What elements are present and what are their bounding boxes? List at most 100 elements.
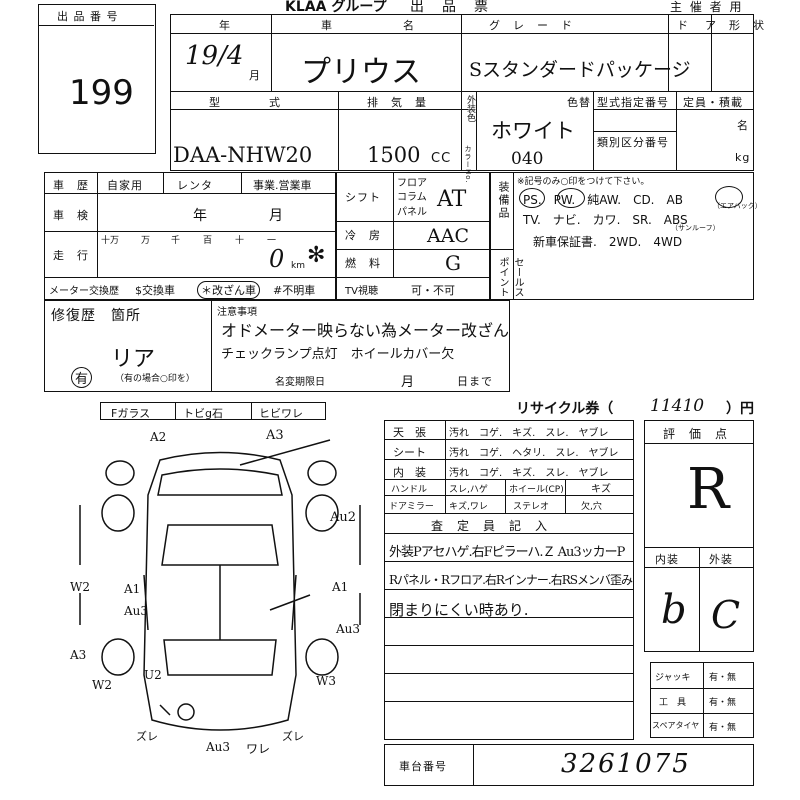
circle-pw (557, 188, 585, 208)
ac-value: AAC (427, 225, 469, 247)
opt-modified: ＊改ざん車 (197, 281, 260, 299)
equipment-row-1: PS. PW. 純AW. CD. AB (523, 193, 683, 207)
glass-box: Fガラス トビg石 ヒビワレ (100, 402, 326, 420)
mark-au3-bottom: Au3 (206, 740, 231, 754)
document-title: 出 品 票 (410, 0, 490, 15)
handle-label: ハンドル (391, 485, 428, 495)
ac-label: 冷 房 (345, 229, 381, 242)
stereo-options: 欠,穴 (581, 502, 602, 512)
repair-note: （有の場合○印を） (115, 374, 195, 384)
inspector-line-1: 外装Pアセハゲ.右Fピラーハ.Ｚ Au3ッカーP (389, 545, 625, 560)
grade-label: グ レ ー ド (489, 19, 573, 32)
month-label: 月 (249, 69, 261, 82)
repair-has-option: 有 (71, 367, 93, 388)
shift-label: シフト (345, 191, 381, 204)
asterisk-mark: ✻ (307, 243, 326, 268)
seat-options: 汚れ コゲ. ヘタリ. スレ. ヤブレ (449, 448, 619, 459)
mark-w2-bottom-left: W2 (92, 678, 112, 692)
repair-box: 修復歴 箇所 リア 有 （有の場合○印を） 注意事項 オドメーター映らない為メー… (44, 300, 510, 392)
digit-100: 百 (203, 236, 213, 246)
mark-au3-left: Au3 (124, 604, 149, 618)
mileage-value: 0 (269, 245, 285, 273)
mark-a1-mid: A1 (332, 580, 349, 594)
mark-u2: U2 (144, 668, 162, 682)
door-label: ド (677, 19, 689, 32)
lot-number: 199 (69, 73, 134, 113)
mark-ware: ワレ (246, 742, 271, 756)
equipment-note: ※記号のみ○印をつけて下さい。 (517, 177, 650, 187)
circle-ab (715, 186, 743, 208)
vehicle-info-box: 年 車 名 グ レ ー ド ド ア 形 状 19/4 月 プリウス Sスタンダー… (170, 14, 764, 184)
seat-label: シート (393, 446, 426, 459)
exterior-score-label: 外装 (709, 553, 733, 566)
name-change-day: 日まで (457, 375, 493, 388)
year-month-value: 19/4 (185, 41, 244, 71)
model-name-value: プリウス (301, 55, 421, 90)
floor-label: フロア (397, 178, 427, 189)
displacement-value: 1500 (367, 143, 421, 167)
spare-options: 有・無 (709, 723, 737, 733)
group-header: KLAA グループ (285, 0, 387, 15)
mileage-label: 走 行 (53, 249, 89, 262)
handle-options: スレ,ハゲ (449, 485, 488, 495)
mark-zure-right: ズレ (282, 730, 304, 743)
cracked: ヒビワレ (259, 407, 303, 420)
color-no-value: 040 (511, 149, 544, 169)
meter-change-label: メーター交換歴 (49, 286, 119, 297)
capacity-label: 定員・積載 (683, 96, 743, 109)
shift-value: AT (437, 187, 467, 212)
model-spec-label: 型式指定番号 (597, 96, 669, 109)
jack-options: 有・無 (709, 673, 737, 683)
inspector-label: 査 定 員 記 入 (431, 519, 549, 533)
name-label: 名 (403, 19, 415, 32)
mark-a3-top: A3 (266, 428, 284, 443)
history-label: 車 歴 (53, 179, 89, 192)
ceiling-options: 汚れ コゲ. キズ. スレ. ヤブレ (449, 428, 609, 439)
ceiling-label: 天 張 (393, 426, 426, 439)
chassis-box: 車台番号 3261075 (384, 744, 754, 786)
recycle-unit: ）円 (726, 401, 754, 417)
exterior-score: C (711, 593, 741, 637)
mark-a1-left: A1 (124, 582, 141, 596)
grade-value: Sスタンダードパッケージ (469, 59, 691, 81)
condition-box: 天 張 汚れ コゲ. キズ. スレ. ヤブレ シート 汚れ コゲ. ヘタリ. ス… (384, 420, 634, 740)
interior-options: 汚れ コゲ. キズ. スレ. ヤブレ (449, 468, 609, 479)
tv-label: TV視聴 (345, 286, 378, 297)
interior-score: b (661, 587, 687, 633)
history-box: 車 歴 自家用 レンタ 事業.営業車 車 検 年 月 走 行 十万 万 千 百 … (44, 172, 336, 300)
type-label: 型 式 (209, 96, 281, 109)
car-label: 車 (321, 19, 333, 32)
digit-10: 十 (235, 236, 245, 246)
mirror-label: ドアミラー (389, 502, 434, 512)
mark-zure-left: ズレ (136, 730, 158, 743)
tools-options: 有・無 (709, 698, 737, 708)
shape-label: ア 形 状 (705, 19, 765, 32)
mark-au2: Au2 (330, 510, 357, 525)
inspector-line-2: Rパネル・Rフロア.右Rインナー.右RSメンバ歪み (389, 573, 633, 587)
exterior-color-label: 外装色 (465, 95, 475, 122)
year-label: 年 (219, 19, 231, 32)
displacement-label: 排 気 量 (367, 96, 427, 109)
lot-label: 出 品 番 号 (57, 10, 119, 23)
equipment-row-3: 新車保証書. 2WD. 4WD (533, 235, 683, 249)
chassis-number: 3261075 (561, 749, 691, 779)
rating-box: 評 価 点 R 内装 外装 b C (644, 420, 754, 652)
accessories-box: ジャッキ 有・無 工 具 有・無 スペアタイヤ 有・無 (650, 662, 754, 738)
stereo-label: ステレオ (513, 502, 550, 512)
mark-w2-left: W2 (70, 580, 90, 594)
mark-a3-left: A3 (70, 648, 87, 662)
km-label: km (291, 261, 305, 271)
airbag-note: （エアバック） (713, 202, 762, 210)
mirror-options: キズ,ワレ (449, 502, 488, 512)
digit-100k: 十万 (101, 236, 120, 246)
sunroof-note: （サンルーフ） (671, 224, 720, 232)
capacity-unit-kg: kg (735, 151, 751, 164)
car-diagram (79, 439, 361, 731)
organizer-label: 主 催 者 用 (670, 0, 744, 14)
repair-label: 修復歴 箇所 (51, 308, 141, 324)
color-change-label: 色替 (567, 96, 591, 109)
inspection-label: 車 検 (53, 209, 89, 222)
rating-score: R (687, 457, 730, 522)
equipment-row-2: TV. ナビ. カワ. SR. ABS (523, 213, 688, 227)
notes-label: 注意事項 (217, 307, 257, 318)
